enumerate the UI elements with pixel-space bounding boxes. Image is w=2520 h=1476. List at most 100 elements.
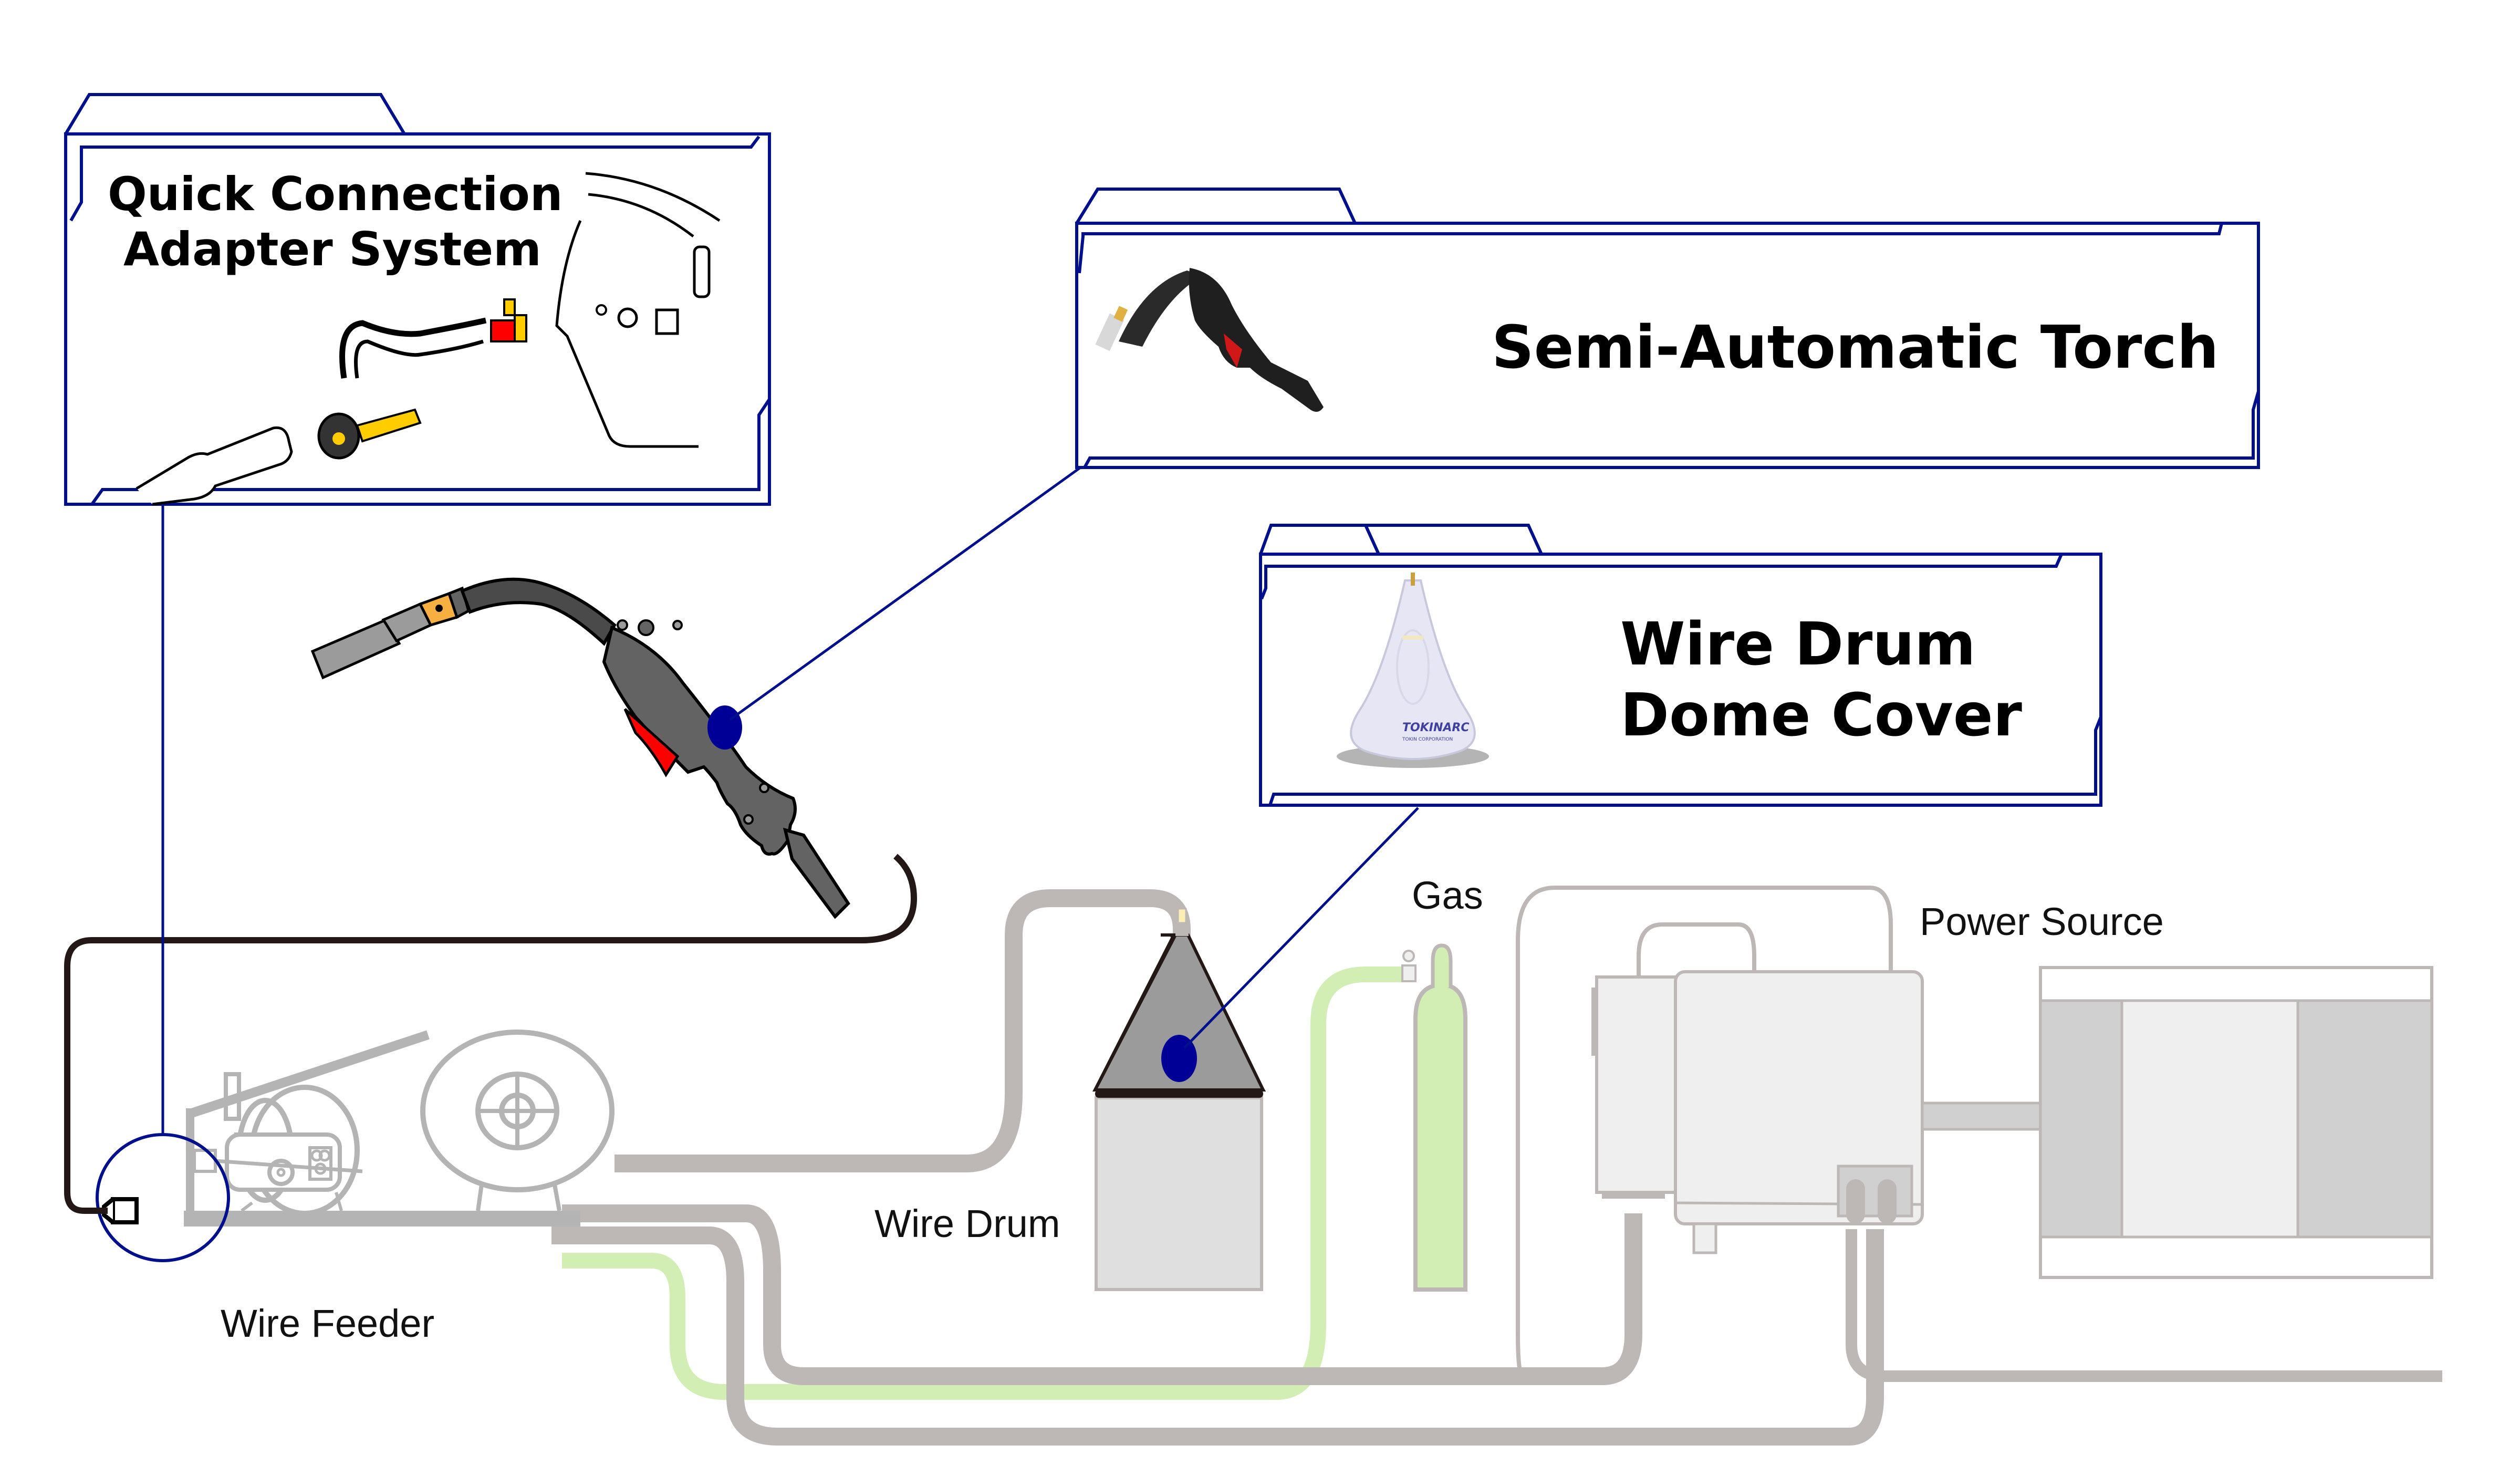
spool-stand-left: [476, 1184, 484, 1211]
torch-neck: [460, 577, 617, 646]
torch-trigger: [623, 708, 680, 777]
dome-marker[interactable]: [1161, 1035, 1197, 1082]
power-source-terminal-2: [1878, 1179, 1897, 1224]
ground-cable: [1846, 1229, 2442, 1382]
callout-dome-title-line1: Wire Drum: [1620, 610, 1976, 679]
dome-photo-fitting: [1411, 573, 1415, 586]
torch-handle: [602, 625, 797, 856]
torch-marker[interactable]: [707, 705, 742, 750]
callout-dome-cover[interactable]: TOKINARC TOKIN CORPORATION Wire Drum Dom…: [1259, 524, 2102, 807]
drum-body: [1095, 1096, 1263, 1291]
dome-photo-cone: [1350, 579, 1476, 760]
feeder-leg-left: [241, 1201, 253, 1212]
callout-torch-title: Semi-Automatic Torch: [1492, 314, 2219, 382]
feeder-gear-2: [318, 1149, 331, 1162]
torch-photo-insulator: [1113, 306, 1128, 322]
feeder-leg-right: [335, 1192, 343, 1211]
power-source[interactable]: [1591, 966, 2433, 1279]
machine-panel-outline: [555, 172, 721, 448]
adapter-plug-center: [332, 432, 345, 445]
torch-cable: [64, 854, 918, 1214]
wire-drum[interactable]: [1092, 908, 1266, 1291]
label-wire-drum: Wire Drum: [874, 1202, 1060, 1245]
torch-leader-line: [729, 465, 1083, 721]
power-source-thin-cable: [1516, 886, 1893, 1378]
torch-photo: [1095, 268, 1324, 412]
power-source-side-foot: [1602, 1192, 1665, 1199]
power-source-side-panel: [1595, 975, 1680, 1194]
power-cable-feeder: [551, 1226, 1884, 1446]
wire-conduit-cable: [615, 889, 1191, 1172]
callout-dome-inner-frame: [1260, 553, 2102, 806]
panel-socket: [617, 307, 638, 328]
adapter-wire-1: [339, 317, 487, 379]
panel-block: [655, 308, 679, 335]
torch-screw-4: [759, 783, 769, 793]
dome-fitting: [1175, 923, 1189, 936]
torch-photo-nozzle: [1095, 313, 1124, 351]
torch-photo-handle: [1189, 268, 1324, 412]
dome-cover-photo: TOKINARC TOKIN CORPORATION: [1337, 573, 1489, 768]
feeder-drive-roll: [267, 1159, 295, 1186]
power-source-side-tab-1: [1591, 988, 1598, 1056]
callout-dome-title-line2: Dome Cover: [1620, 681, 2022, 750]
callout-torch-outer-frame: [1075, 222, 2260, 469]
torch-screw-5: [743, 814, 754, 825]
spool-stand-right: [552, 1181, 561, 1211]
dome-leader-line: [1183, 807, 1419, 1049]
callout-torch-tab: [1075, 188, 1357, 224]
dome-photo-brand-sub: TOKIN CORPORATION: [1402, 737, 1453, 742]
adapter-gold-ring: [514, 314, 527, 342]
gas-regulator: [1401, 964, 1417, 982]
dome-fitting-connector: [1177, 908, 1187, 924]
label-wire-feeder: Wire Feeder: [221, 1302, 434, 1345]
torch-screw-2: [638, 619, 654, 636]
torch-insulator-hole: [435, 605, 443, 612]
torch-screw-3: [672, 620, 683, 630]
callout-torch-background: [1077, 226, 2258, 467]
callout-quick-connection[interactable]: Quick Connection Adapter System: [64, 93, 771, 506]
label-gas: Gas: [1412, 874, 1483, 917]
dome-photo-label-strip: [1402, 636, 1423, 640]
adapter-gold-pin: [356, 408, 422, 443]
feeder-wire-path: [215, 1159, 363, 1173]
feeder-drive-roll-hub: [276, 1168, 286, 1177]
torch-photo-neck: [1119, 271, 1203, 347]
power-source-unit-right-panel: [2296, 999, 2433, 1239]
power-source-terminal-1: [1846, 1179, 1865, 1224]
power-source-cabinet: [1674, 970, 1924, 1225]
adapter-illustration: [136, 172, 721, 506]
callout-qc-title-line1: Quick Connection: [108, 167, 563, 221]
gas-regulator-gauge: [1402, 950, 1415, 962]
torch-connector: [111, 1197, 139, 1224]
torch-plug: [136, 426, 293, 506]
semi-automatic-torch[interactable]: [310, 577, 850, 919]
adapter-red-connector: [490, 319, 516, 342]
power-source-unit-center: [2120, 999, 2299, 1239]
callout-qc-inner-frame: [69, 136, 771, 505]
torch-screw-1: [617, 619, 628, 631]
gas-cylinder[interactable]: [1401, 943, 1467, 1292]
callout-qc-tab: [64, 93, 406, 135]
feeder-pressure-arm: [224, 1072, 241, 1121]
gas-hose: [562, 966, 1413, 1400]
feeder-arm: [189, 1030, 430, 1118]
dome-photo-window: [1396, 629, 1430, 705]
power-source-unit-left-panel: [2039, 999, 2123, 1239]
power-source-connector-bar: [1921, 1101, 2042, 1131]
wire-feeder[interactable]: [96, 1030, 615, 1262]
cables: [551, 886, 2442, 1446]
callout-qc-title-line2: Adapter System: [123, 222, 542, 276]
feeder-drive-housing: [134, 1116, 186, 1184]
adapter-pin-connector: [503, 298, 516, 316]
control-cable: [562, 1204, 1642, 1385]
torch-nozzle: [310, 618, 401, 680]
callout-torch[interactable]: Semi-Automatic Torch: [1075, 188, 2260, 469]
label-power-source: Power Source: [1920, 900, 2164, 943]
power-source-top-loop: [1637, 922, 1756, 977]
feeder-base: [184, 1211, 580, 1226]
callout-qc-outer-frame: [64, 132, 771, 506]
feeder-inlet-block: [193, 1149, 217, 1173]
callout-qc-background: [66, 137, 769, 504]
